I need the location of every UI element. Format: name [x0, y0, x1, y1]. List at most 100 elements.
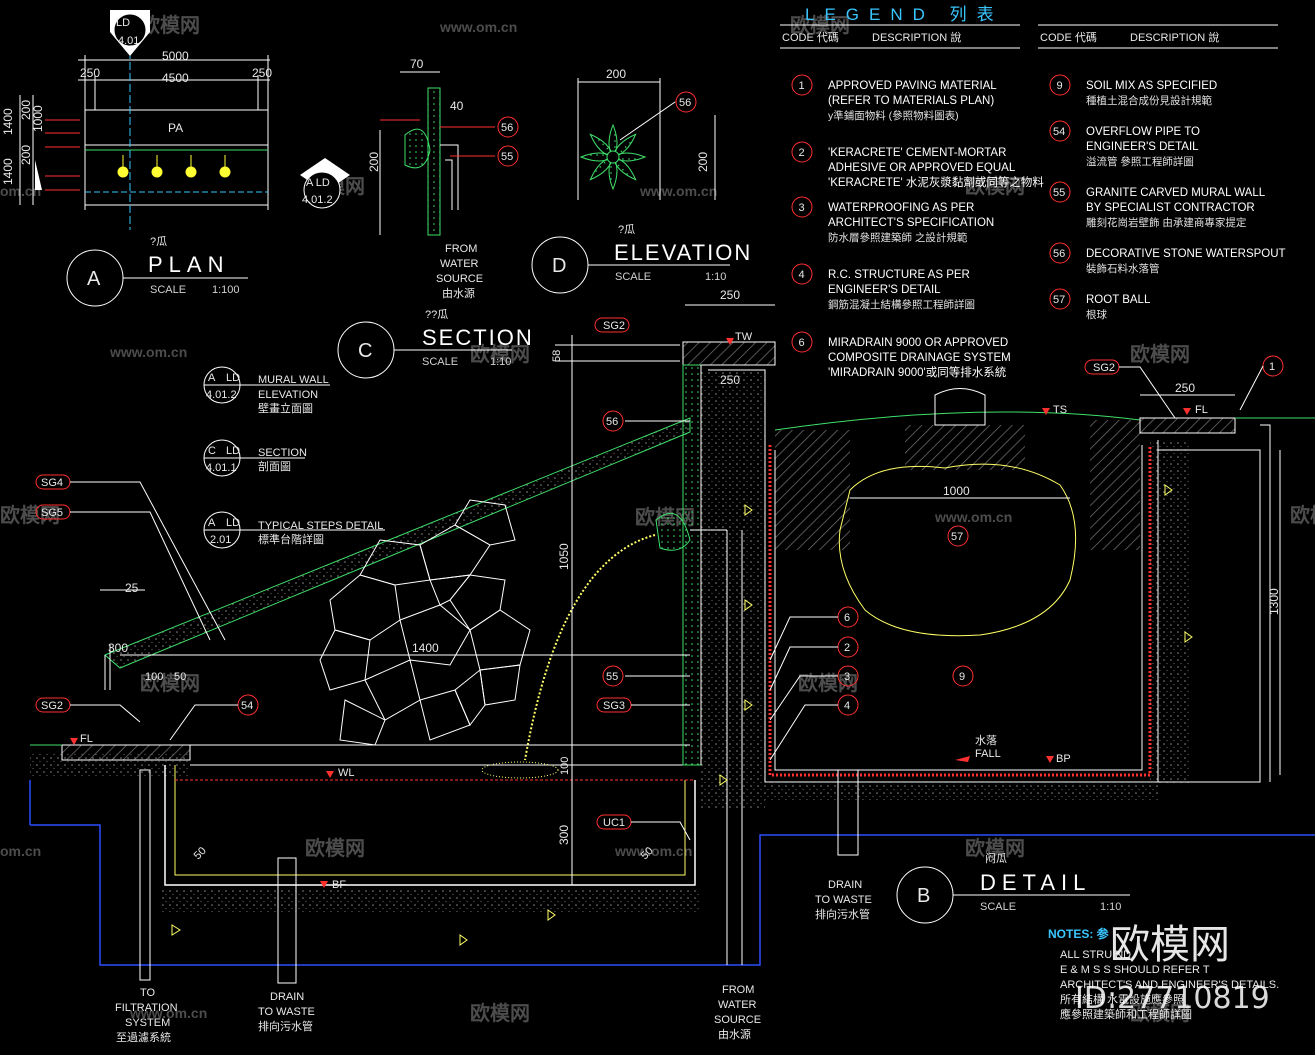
detail-c6: 6 [844, 612, 850, 624]
legend-description-line: GRANITE CARVED MURAL WALL [1086, 187, 1266, 199]
watermark-brand: 欧模网 [965, 836, 1025, 860]
legend-description-line: y準鋪面物料 (參照物料圖表) [828, 109, 959, 122]
ref1-cn: 壁畫立面圖 [258, 401, 313, 415]
legend-description-line: APPROVED PAVING MATERIAL [828, 80, 997, 92]
plan-marker-top-code: LD [116, 17, 130, 29]
section-fl: FL [80, 733, 93, 745]
legend-description-line: ENGINEER'S DETAIL [828, 284, 941, 296]
legend-code: 1 [799, 80, 805, 92]
plan-scale: 1:100 [212, 284, 240, 296]
plan-marker-top-num: 4.01 [118, 35, 139, 47]
spout-side-from: FROM [445, 243, 477, 255]
section-cn: ??瓜 [425, 309, 448, 321]
plan-section-marker-top: LD 4.01 [110, 10, 150, 56]
watermark-site: www.om.cn [129, 1005, 207, 1021]
legend-description-line: (REFER TO MATERIALS PLAN) [828, 95, 994, 107]
legend-code-circle [1049, 242, 1071, 264]
legend-description-line: 裝飾石料水落管 [1086, 262, 1160, 275]
legend-title: LEGEND 列表 [805, 5, 1004, 24]
reference-tags: A LD 4.01.2 MURAL WALL ELEVATION 壁畫立面圖 C… [203, 366, 385, 549]
watermark-brand: 欧模网 [305, 836, 365, 860]
plan-dim-left: 250 [80, 66, 100, 80]
notes-block: NOTES: 参 ALL STRU ND E & M S S SHOULD RE… [1048, 922, 1279, 1021]
notes-line-5: 應參照建築師和工程師詳圖 [1060, 1007, 1192, 1021]
notes-line-1: ALL STRU ND [1060, 949, 1131, 961]
plan-scale-label: SCALE [150, 284, 186, 296]
section-d1400: 1400 [412, 641, 439, 655]
watermark-site: www.om.cn [639, 183, 717, 199]
ref1-num: 4.01.2 [206, 389, 237, 401]
legend-code: 4 [799, 269, 805, 281]
legend-description-line: 鋼筋混凝土結構參照工程師詳圖 [828, 298, 975, 311]
legend-col-code-2: CODE 代碼 [1040, 31, 1097, 44]
legend-description-line: ARCHITECT'S SPECIFICATION [828, 217, 994, 229]
legend-description-line: 防水層參照建築師 之設計規範 [828, 231, 968, 244]
detail-c57: 57 [951, 531, 963, 543]
spout-front-d200v: 200 [696, 152, 710, 172]
section-sg2-top: SG2 [603, 320, 625, 332]
section-c55: 55 [606, 671, 618, 683]
spout-side-c55: 55 [501, 151, 513, 163]
legend-description-line: ENGINEER'S DETAIL [1086, 141, 1199, 153]
plan-view: PA 5000 4500 250 250 1400 200 1000 200 1… [1, 10, 350, 230]
spout-side-c56: 56 [501, 122, 513, 134]
legend-code: 56 [1053, 248, 1065, 260]
section-markers [171, 484, 1193, 946]
detail-fall: FALL [975, 748, 1001, 760]
legend-code: 54 [1053, 126, 1065, 138]
section-d250b: 250 [720, 373, 740, 387]
ref3-num: 2.01 [210, 534, 231, 546]
legend-description-line: 種植土混合成份見設計規範 [1086, 94, 1212, 107]
legend-description-line: 'KERACRETE' CEMENT-MORTAR [828, 147, 1006, 159]
detail-c9: 9 [959, 671, 965, 683]
plan-title: PLAN [148, 252, 229, 277]
section-sg2-left: SG2 [41, 700, 63, 712]
plan-elevation-marker-side: A LD 4.01.2 [300, 158, 350, 209]
section-letter: C [358, 340, 372, 362]
detail-c4: 4 [844, 700, 850, 712]
legend-description-line: MIRADRAIN 9000 OR APPROVED [828, 337, 1008, 349]
legend-code: 9 [1057, 80, 1063, 92]
section-scale-label: SCALE [422, 356, 458, 368]
ref2-cn: 剖面圖 [258, 459, 291, 473]
section-title-block: C SECTION SCALE 1:10 ??瓜 [337, 309, 534, 379]
detail-c1: 1 [1269, 361, 1275, 373]
spout-front-c56: 56 [679, 97, 691, 109]
spout-front-d200: 200 [606, 67, 626, 81]
section-d250a: 250 [720, 288, 740, 302]
detail-towaste: TO WASTE [815, 894, 872, 906]
legend-code-circle [791, 74, 813, 96]
legend-col-desc-2: DESCRIPTION 說 [1130, 30, 1219, 44]
legend-col-code: CODE 代碼 [782, 31, 839, 44]
section-d100: 100 [145, 671, 163, 683]
watermark-brand: 欧模网 [140, 671, 200, 695]
plan-title-block: A PLAN SCALE 1:100 ?瓜 [66, 236, 248, 307]
legend-code: 3 [799, 202, 805, 214]
detail-title: DETAIL [980, 870, 1091, 895]
section-uc1: UC1 [603, 817, 625, 829]
notes-line-3: ARCHITECT'S AND ENGINEER'S DETAILS. [1060, 979, 1279, 991]
legend-code: 6 [799, 337, 805, 349]
detail-view: SG2 1 250 TS FL 1000 57 1300 6 2 3 4 9 水… [764, 355, 1315, 921]
legend-description-line: SOIL MIX AS SPECIFIED [1086, 80, 1217, 92]
watermark-site: om.cn [0, 843, 41, 859]
elevation-title: ELEVATION [614, 240, 752, 265]
section-scale: 1:10 [490, 356, 511, 368]
section-water: WATER [718, 999, 757, 1011]
legend-description-line: ADHESIVE OR APPROVED EQUAL [828, 162, 1016, 174]
spout-side-water: WATER [440, 258, 479, 270]
detail-drain-cn: 排向污水管 [815, 907, 870, 921]
elevation-letter: D [552, 255, 566, 277]
watermark-brand: 欧模网 [470, 1001, 530, 1025]
section-source: SOURCE [714, 1014, 761, 1026]
watermark-site: www.om.cn [934, 509, 1012, 525]
legend: LEGEND 列表 CODE 代碼 DESCRIPTION 說 CODE 代碼 … [780, 5, 1286, 379]
plan-cn: ?瓜 [150, 236, 167, 248]
legend-description-line: 根球 [1086, 308, 1108, 321]
section-title: SECTION [422, 325, 534, 350]
spout-side-source: SOURCE [436, 273, 483, 285]
detail-sg2: SG2 [1093, 362, 1115, 374]
elevation-cn: ?瓜 [618, 224, 635, 236]
detail-drain: DRAIN [828, 879, 862, 891]
